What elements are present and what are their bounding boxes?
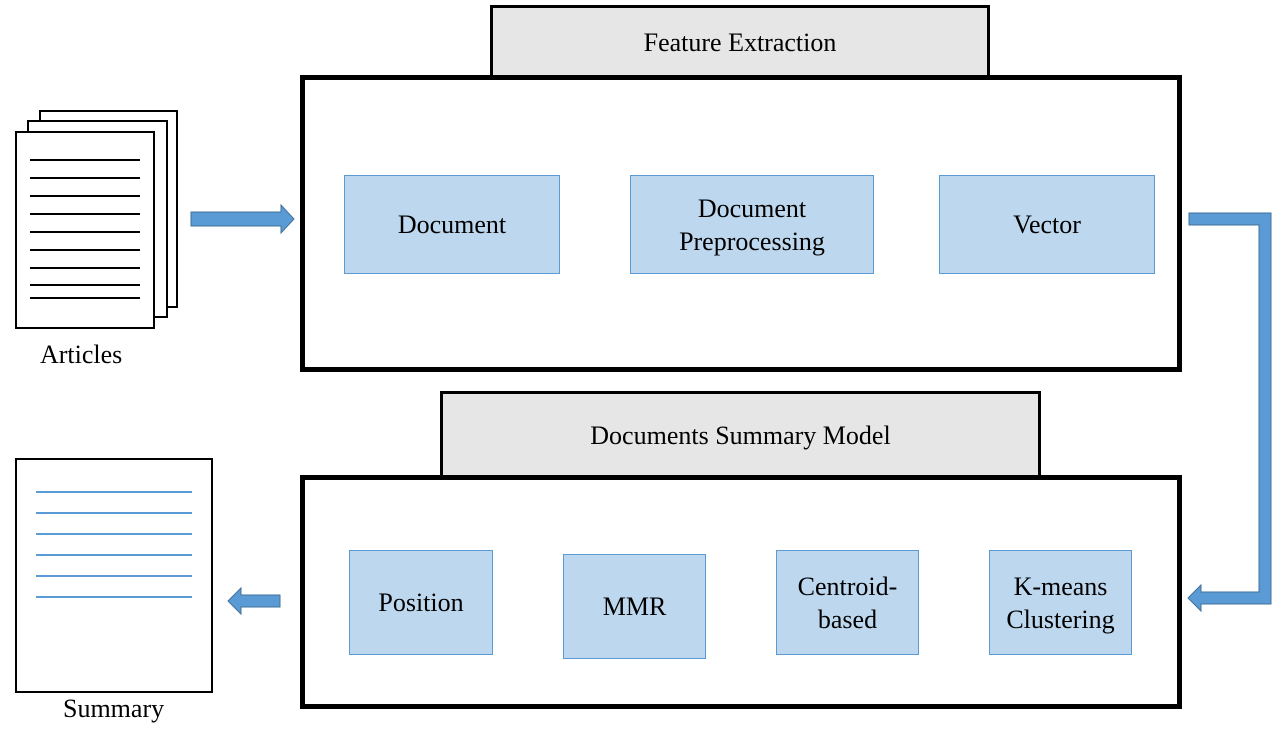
articles-label: Articles xyxy=(40,340,123,369)
summary-model-title-text: Documents Summary Model xyxy=(590,420,891,450)
summary-model-title: Documents Summary Model xyxy=(440,391,1041,477)
arrow-vector-to-kmeans xyxy=(1187,212,1272,613)
summary-document-icon xyxy=(15,458,213,693)
step-document: Document xyxy=(344,175,560,274)
step-centroid-based: Centroid- based xyxy=(776,550,919,655)
step-mmr: MMR xyxy=(563,554,706,659)
summary-label: Summary xyxy=(63,694,165,723)
step-position: Position xyxy=(349,550,493,655)
feature-extraction-title-text: Feature Extraction xyxy=(643,27,837,57)
step-document-preprocessing: Document Preprocessing xyxy=(630,175,874,274)
arrow-articles-to-extraction xyxy=(190,203,295,235)
feature-extraction-title: Feature Extraction xyxy=(490,5,990,77)
arrow-position-to-summary xyxy=(227,586,281,616)
articles-icon xyxy=(15,110,178,329)
step-vector: Vector xyxy=(939,175,1155,274)
step-kmeans-clustering: K-means Clustering xyxy=(989,550,1132,655)
